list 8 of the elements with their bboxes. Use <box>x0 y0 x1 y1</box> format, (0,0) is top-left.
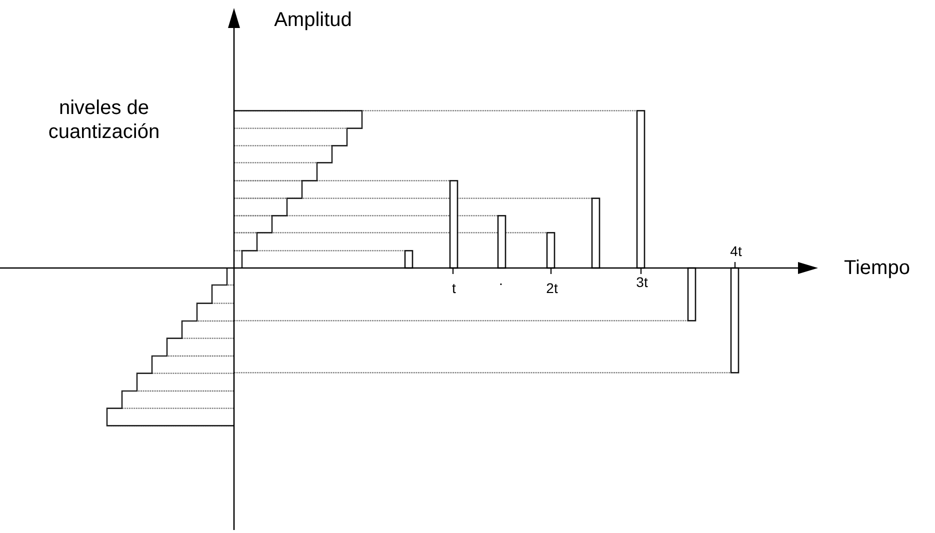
axis-label: Tiempo <box>843 256 911 280</box>
axis-label: 2t <box>545 280 559 297</box>
axis-label: 3t <box>635 274 649 291</box>
axis-label: t <box>451 280 457 297</box>
axis-label: . <box>498 272 504 289</box>
axis-label: niveles de cuantización <box>47 96 161 144</box>
axis-label: 4t <box>729 243 743 260</box>
axis-label: Amplitud <box>273 8 353 32</box>
